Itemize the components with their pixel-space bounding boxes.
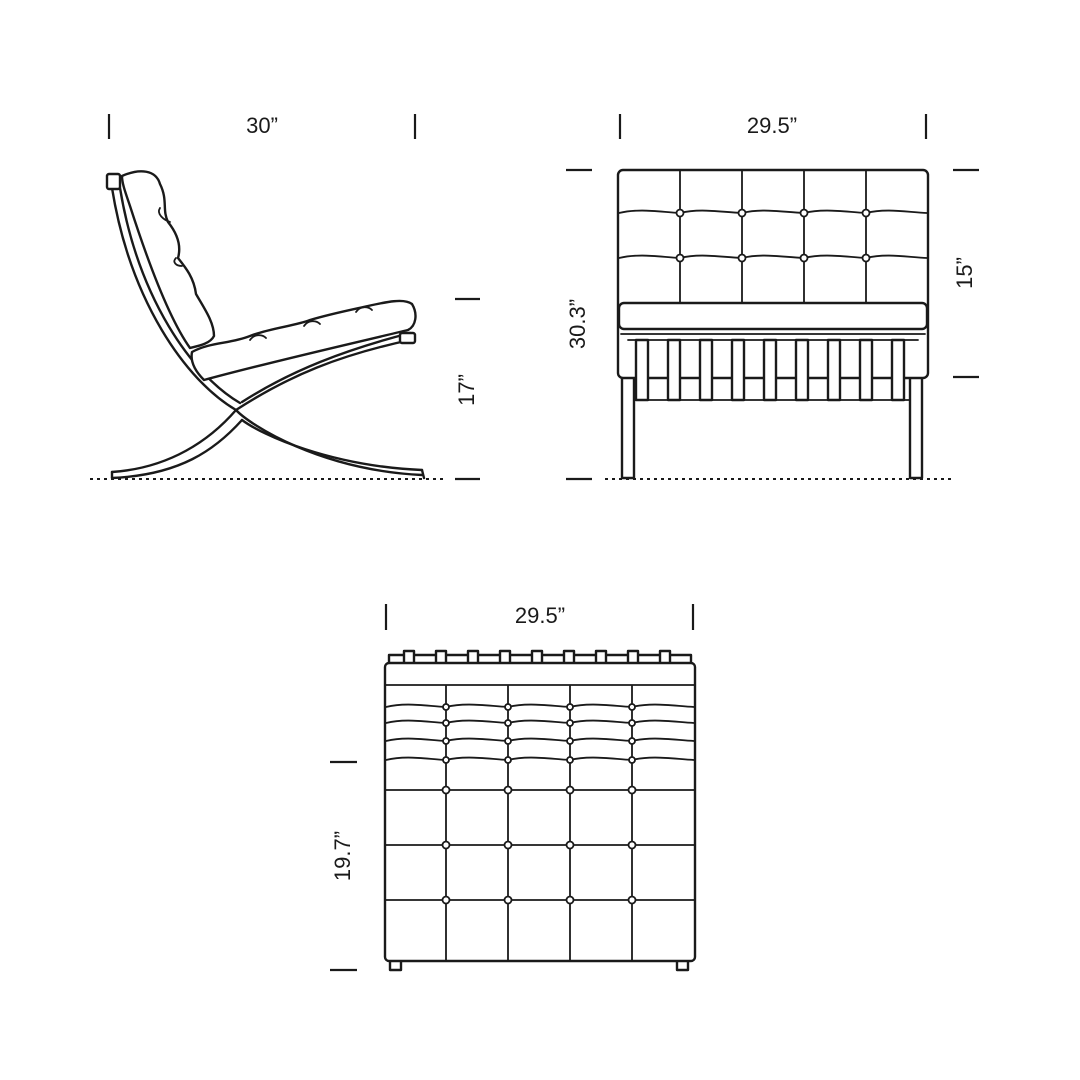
front-button [737,253,747,263]
top-tuft-row [385,737,695,742]
side-back-tuft-2 [173,257,183,267]
top-button [504,719,512,727]
front-strap [666,338,682,402]
top-button [566,719,574,727]
side-back-cap [105,172,122,191]
front-button [861,253,871,263]
top-view: 29.5” [330,603,697,972]
front-view: 29.5” [565,113,979,481]
side-back-frame-inner [118,186,242,405]
front-button [861,208,871,218]
top-tuft-row [385,756,695,761]
top-button [504,703,512,711]
top-button [566,703,574,711]
front-back-height-label: 15” [952,257,977,289]
top-button [627,895,637,905]
top-seat-body [383,661,697,963]
front-button [675,208,685,218]
front-strap [794,338,810,402]
top-button [442,756,450,764]
top-button [441,785,451,795]
side-chair-outline [105,170,426,480]
side-seat-cap [398,331,417,345]
front-seat-cushion [617,301,929,331]
front-strap [890,338,906,402]
top-button [442,737,450,745]
top-button [565,785,575,795]
top-strap-tabs [402,649,672,667]
top-button [503,785,513,795]
top-button [627,785,637,795]
side-seat-cushion [190,299,417,382]
front-back-tuft-row-2 [618,254,928,259]
top-button [566,737,574,745]
top-button [441,840,451,850]
top-button [503,895,513,905]
top-button [442,719,450,727]
side-seat-frame-outer [234,338,412,412]
top-button [565,895,575,905]
top-button [442,703,450,711]
top-tuft-row [385,703,695,708]
top-button [503,840,513,850]
front-seat-straps [633,338,911,402]
side-seat-tuft-3 [355,306,373,313]
side-seat-tuft-1 [249,334,267,341]
top-button [628,756,636,764]
front-button [799,208,809,218]
side-view: 30” [90,113,480,481]
top-button [627,840,637,850]
front-width-label: 29.5” [747,113,797,138]
front-button [799,253,809,263]
front-chair-outline [616,168,930,480]
top-button [566,756,574,764]
top-button [504,737,512,745]
front-strap [634,338,650,402]
top-width-label: 29.5” [515,603,565,628]
front-strap [730,338,746,402]
top-button [565,840,575,850]
side-back-tuft-1 [158,207,171,223]
side-width-label: 30” [246,113,278,138]
top-depth-label: 19.7” [330,831,355,881]
front-strap [762,338,778,402]
side-front-leg-inner [240,418,424,472]
top-button [628,703,636,711]
top-button [628,719,636,727]
side-front-leg [234,408,424,477]
top-button [441,895,451,905]
top-tuft-row [385,719,695,724]
top-chair-outline [383,649,697,972]
front-back-tuft-row-1 [618,209,928,214]
side-rear-leg-inner [110,418,244,480]
front-strap [858,338,874,402]
top-buttons [441,703,637,905]
front-height-label: 30.3” [565,299,590,349]
top-button [504,756,512,764]
front-strap [826,338,842,402]
front-strap [698,338,714,402]
side-back-frame-outer [110,186,238,412]
side-rear-leg [110,408,238,474]
side-seat-frame-inner [240,331,412,404]
top-button [628,737,636,745]
side-back-cushion [120,170,216,350]
side-front-foot [420,468,426,480]
front-button [675,253,685,263]
side-seat-height-label: 17” [454,374,479,406]
front-button [737,208,747,218]
side-seat-tuft-2 [303,320,321,327]
